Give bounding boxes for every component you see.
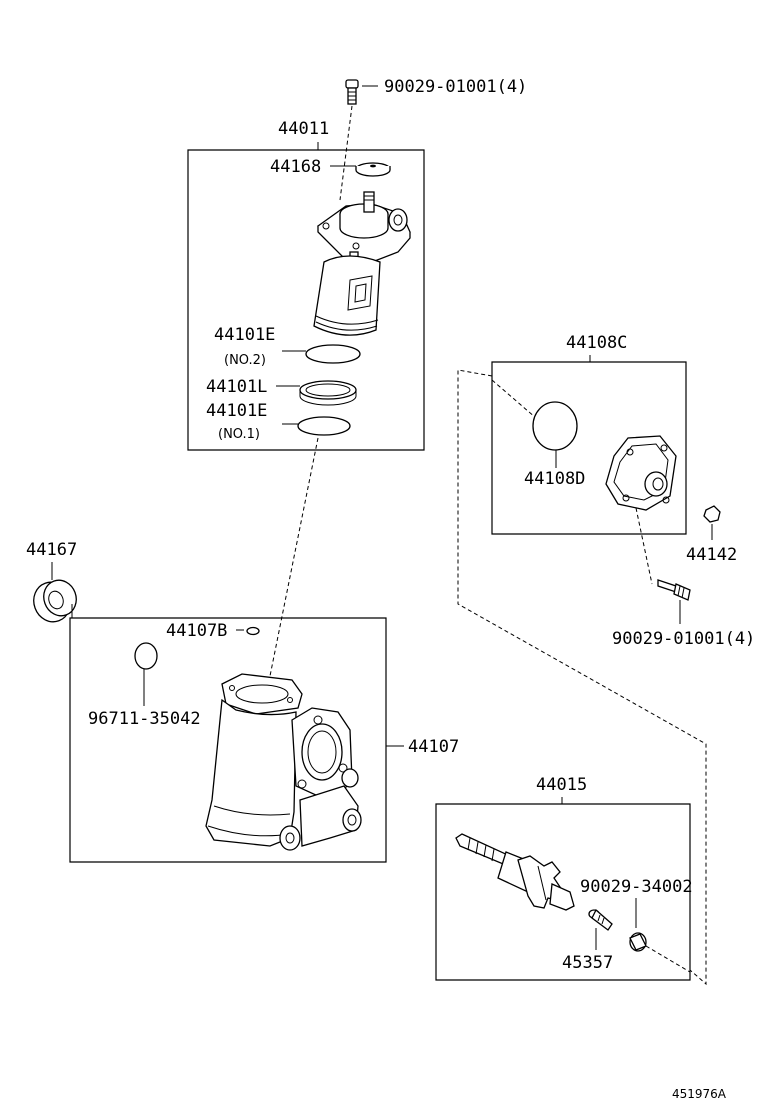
bolt-top-part — [345, 79, 359, 105]
label-oring-96711: 96711-35042 — [88, 709, 201, 729]
plug-44107b-part — [246, 626, 260, 636]
dash-reservoir-bolt — [635, 507, 653, 585]
bolt-right-part — [657, 579, 691, 601]
label-pin-45357: 45357 — [562, 953, 613, 973]
box-shaft — [435, 803, 691, 981]
dash-bolt-shaft — [645, 945, 691, 973]
seal-44167-part — [33, 579, 77, 623]
label-seal-44167: 44167 — [26, 540, 77, 560]
label-nut-44142: 44142 — [686, 545, 737, 565]
oring-no2-part — [305, 344, 361, 364]
cover-44168-part — [355, 162, 391, 177]
ring-44101l-part — [299, 380, 357, 406]
oring-96711-part — [134, 642, 158, 670]
box-housing — [69, 617, 387, 863]
label-oring-44108d: 44108D — [524, 469, 585, 489]
label-shaft-44015: 44015 — [536, 775, 587, 795]
box-reservoir — [491, 361, 687, 535]
label-plug-44107b: 44107B — [166, 621, 227, 641]
housing-44107-part — [205, 673, 362, 851]
box-pump-assy — [187, 149, 425, 451]
diagram-code: 451976A — [672, 1087, 727, 1101]
sector-shaft-part — [455, 833, 575, 911]
pump-body-part — [313, 191, 411, 336]
oring-44108d-part — [532, 401, 578, 451]
label-bolt-top: 90029-01001(4) — [384, 77, 527, 97]
label-ring-44101l: 44101L — [206, 377, 267, 397]
dash-pump-housing — [269, 437, 319, 677]
pin-45357-part — [588, 908, 613, 931]
label-pump-assy: 44011 — [278, 119, 329, 139]
label-oring-no2: 44101E — [214, 325, 275, 345]
label-housing-44107: 44107 — [408, 737, 459, 757]
dash-reservoir-oring — [491, 379, 537, 419]
nut-44142-part — [703, 505, 721, 523]
label-oring-no1: 44101E — [206, 401, 267, 421]
reservoir-cover-part — [605, 435, 677, 511]
bolt-shaft-part — [629, 932, 647, 952]
dash-bolt-top — [339, 105, 353, 201]
label-bolt-shaft: 90029-34002 — [580, 877, 693, 897]
label-reservoir-44108c: 44108C — [566, 333, 627, 353]
label-bolt-right: 90029-01001(4) — [612, 629, 755, 649]
label-cover-44168: 44168 — [270, 157, 321, 177]
label-no2: (NO.2) — [224, 353, 266, 368]
oring-no1-part — [297, 416, 351, 436]
dash-reservoir-outline — [457, 369, 707, 986]
label-no1: (NO.1) — [218, 427, 260, 442]
